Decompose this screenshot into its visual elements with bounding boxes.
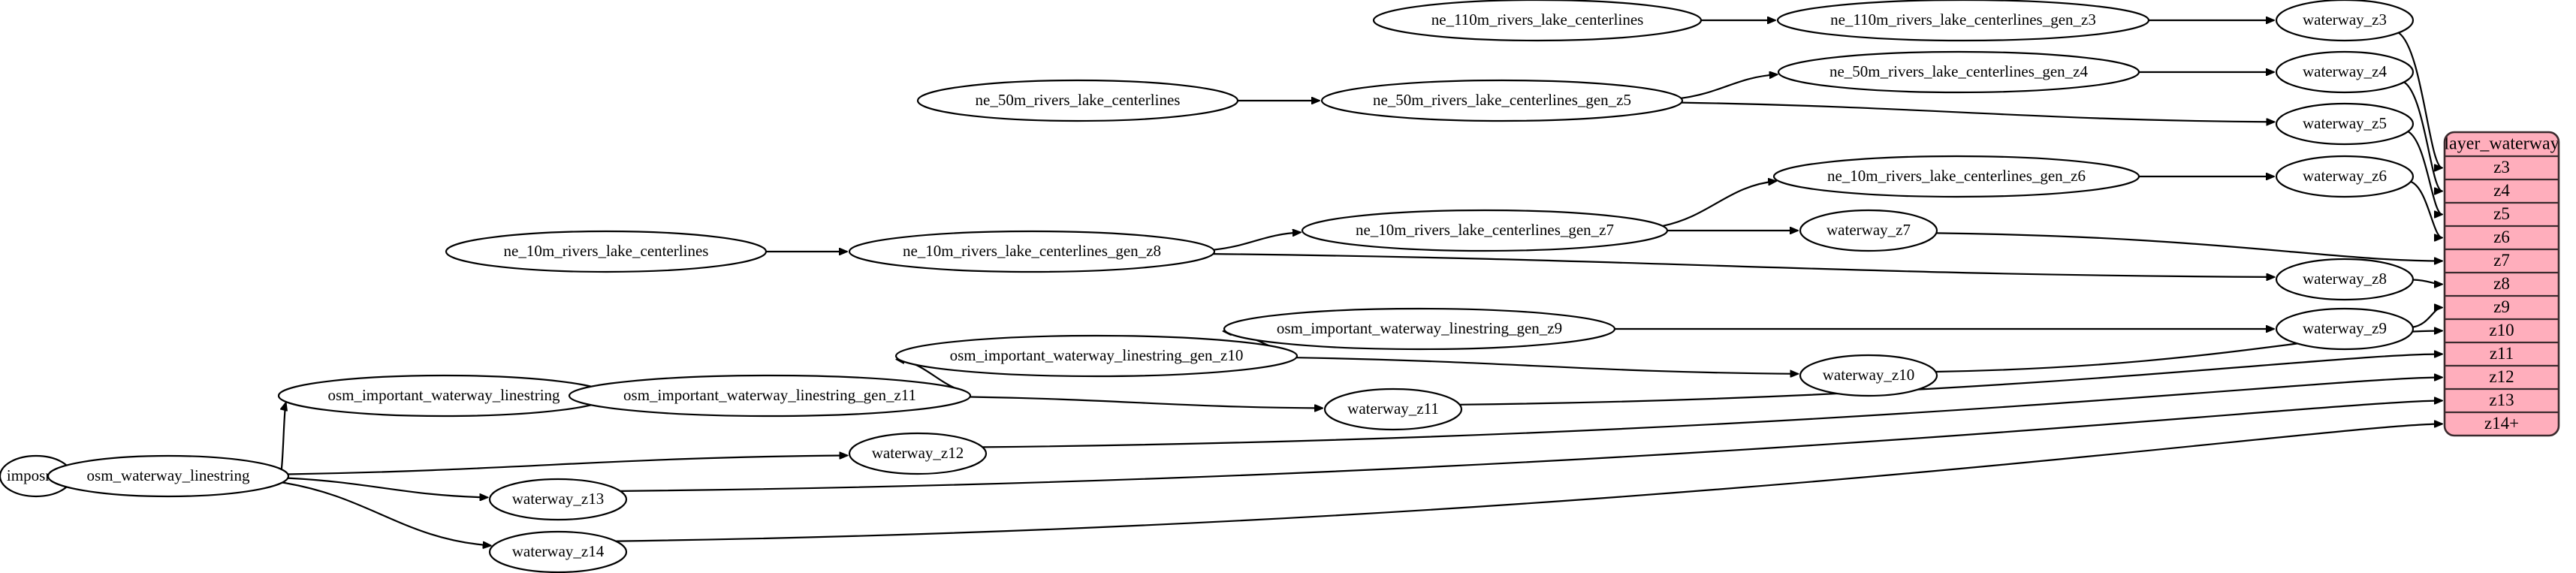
edge-waterway_z7-to-layer_waterway_z7 — [1936, 232, 2442, 261]
node-osm_important_waterway_linestring[interactable]: osm_important_waterway_linestring — [277, 374, 611, 418]
node-osm_important_waterway_linestring_gen_z10[interactable]: osm_important_waterway_linestring_gen_z1… — [894, 334, 1299, 378]
edge-osm_important_waterway_linestring_gen_z10-to-waterway_z10 — [1296, 357, 1798, 374]
layer-waterway-row-z3[interactable] — [2445, 156, 2559, 179]
node-ne_10m_rivers_lake_centerlines[interactable]: ne_10m_rivers_lake_centerlines — [445, 230, 768, 273]
node-waterway_z3[interactable]: waterway_z3 — [2275, 0, 2415, 42]
layer-waterway-row-z5[interactable] — [2445, 203, 2559, 226]
node-waterway_z7[interactable]: waterway_z7 — [1799, 209, 1938, 252]
layer-waterway-row-z6[interactable] — [2445, 226, 2559, 249]
node-shape — [488, 530, 628, 573]
node-shape — [2275, 102, 2415, 146]
layer-waterway-row-z7[interactable] — [2445, 249, 2559, 273]
node-shape — [2275, 307, 2415, 351]
node-shape — [848, 230, 1216, 273]
node-waterway_z5[interactable]: waterway_z5 — [2275, 102, 2415, 146]
layer-waterway-header-cell — [2445, 132, 2559, 156]
edge-osm_waterway_linestring-to-waterway_z14 — [282, 481, 491, 546]
node-waterway_z13[interactable]: waterway_z13 — [488, 478, 628, 521]
node-waterway_z9[interactable]: waterway_z9 — [2275, 307, 2415, 351]
layer-waterway-table: layer_waterwayz3z4z5z6z7z8z9z10z11z12z13… — [2443, 131, 2560, 437]
edge-waterway_z8-to-layer_waterway_z8 — [2412, 279, 2442, 285]
edge-ne_50m_rivers_lake_centerlines_gen_z5-to-waterway_z5 — [1681, 101, 2275, 122]
node-waterway_z14[interactable]: waterway_z14 — [488, 530, 628, 573]
layer-waterway-row-z14plus[interactable] — [2445, 412, 2559, 436]
node-shape — [1301, 209, 1669, 252]
node-ne_50m_rivers_lake_centerlines_gen_z4[interactable]: ne_50m_rivers_lake_centerlines_gen_z4 — [1777, 50, 2140, 94]
layer-waterway-row-z10[interactable] — [2445, 319, 2559, 342]
node-shape — [1323, 388, 1463, 431]
layer-waterway-row-z9[interactable] — [2445, 296, 2559, 319]
node-ne_50m_rivers_lake_centerlines_gen_z5[interactable]: ne_50m_rivers_lake_centerlines_gen_z5 — [1320, 79, 1684, 122]
edge-waterway_z11-to-layer_waterway_z11 — [1459, 354, 2442, 406]
edge-layer — [46, 20, 2442, 546]
node-shape — [916, 79, 1239, 122]
edge-ne_10m_rivers_lake_centerlines_gen_z7-to-ne_10m_rivers_lake_centerlines_gen_z6 — [1662, 181, 1776, 227]
layer-waterway-row-z4[interactable] — [2445, 179, 2559, 203]
layer-waterway-row-z11[interactable] — [2445, 342, 2559, 366]
node-waterway_z11[interactable]: waterway_z11 — [1323, 388, 1463, 431]
edge-waterway_z3-to-layer_waterway_z3 — [2398, 32, 2442, 168]
edge-waterway_z14-to-layer_waterway_z14_ — [615, 424, 2442, 542]
node-shape — [277, 374, 611, 418]
node-waterway_z6[interactable]: waterway_z6 — [2275, 155, 2415, 198]
node-shape — [2275, 0, 2415, 42]
edge-ne_10m_rivers_lake_centerlines_gen_z8-to-waterway_z8 — [1213, 253, 2274, 277]
edge-osm_important_waterway_linestring_gen_z11-to-waterway_z11 — [970, 396, 1323, 409]
node-shape — [1772, 155, 2140, 198]
node-shape — [894, 334, 1299, 378]
node-shape — [1372, 0, 1703, 42]
layer-waterway-row-z13[interactable] — [2445, 389, 2559, 412]
node-osm_important_waterway_linestring_gen_z9[interactable]: osm_important_waterway_linestring_gen_z9 — [1223, 307, 1616, 351]
node-ne_10m_rivers_lake_centerlines_gen_z8[interactable]: ne_10m_rivers_lake_centerlines_gen_z8 — [848, 230, 1216, 273]
edge-waterway_z6-to-layer_waterway_z6 — [2410, 180, 2442, 238]
node-ne_50m_rivers_lake_centerlines[interactable]: ne_50m_rivers_lake_centerlines — [916, 79, 1239, 122]
node-waterway_z8[interactable]: waterway_z8 — [2275, 258, 2415, 301]
node-ne_10m_rivers_lake_centerlines_gen_z6[interactable]: ne_10m_rivers_lake_centerlines_gen_z6 — [1772, 155, 2140, 198]
node-shape — [1223, 307, 1616, 351]
node-shape — [1799, 354, 1938, 397]
node-shape — [1776, 0, 2150, 42]
edge-ne_50m_rivers_lake_centerlines_gen_z5-to-ne_50m_rivers_lake_centerlines_gen_z4 — [1681, 74, 1777, 99]
edge-waterway_z12-to-layer_waterway_z12 — [982, 378, 2442, 448]
node-ne_110m_rivers_lake_centerlines_gen_z3[interactable]: ne_110m_rivers_lake_centerlines_gen_z3 — [1776, 0, 2150, 42]
node-shape — [488, 478, 628, 521]
node-waterway_z12[interactable]: waterway_z12 — [848, 432, 988, 475]
node-shape — [1777, 50, 2140, 94]
node-waterway_z4[interactable]: waterway_z4 — [2275, 50, 2415, 94]
node-shape — [2275, 258, 2415, 301]
node-shape — [848, 432, 988, 475]
node-ne_10m_rivers_lake_centerlines_gen_z7[interactable]: ne_10m_rivers_lake_centerlines_gen_z7 — [1301, 209, 1669, 252]
layer-waterway-cells: layer_waterwayz3z4z5z6z7z8z9z10z11z12z13… — [2445, 132, 2559, 436]
edge-waterway_z9-to-layer_waterway_z9 — [2412, 308, 2442, 328]
node-waterway_z10[interactable]: waterway_z10 — [1799, 354, 1938, 397]
node-shape — [445, 230, 768, 273]
edge-ne_10m_rivers_lake_centerlines_gen_z8-to-ne_10m_rivers_lake_centerlines_gen_z7 — [1213, 232, 1301, 251]
layer-waterway-row-z12[interactable] — [2445, 366, 2559, 389]
edge-waterway_z13-to-layer_waterway_z13 — [620, 401, 2442, 492]
edge-osm_waterway_linestring-to-waterway_z13 — [288, 477, 487, 498]
node-shape — [1799, 209, 1938, 252]
edge-waterway_z5-to-layer_waterway_z5 — [2407, 131, 2442, 214]
edge-osm_waterway_linestring-to-waterway_z12 — [288, 456, 847, 475]
node-ne_110m_rivers_lake_centerlines[interactable]: ne_110m_rivers_lake_centerlines — [1372, 0, 1703, 42]
node-shape — [2275, 50, 2415, 94]
node-shape — [2275, 155, 2415, 198]
node-shape — [568, 374, 972, 418]
node-shape — [1320, 79, 1684, 122]
edge-osm_waterway_linestring-to-osm_important_waterway_linestring — [282, 403, 286, 470]
node-osm_important_waterway_linestring_gen_z11[interactable]: osm_important_waterway_linestring_gen_z1… — [568, 374, 972, 418]
node-osm_waterway_linestring[interactable]: osm_waterway_linestring — [47, 454, 290, 498]
layer-waterway-row-z8[interactable] — [2445, 273, 2559, 296]
node-shape — [47, 454, 290, 498]
edge-waterway_z4-to-layer_waterway_z4 — [2403, 81, 2442, 191]
layer-waterway-outline — [2443, 131, 2560, 437]
